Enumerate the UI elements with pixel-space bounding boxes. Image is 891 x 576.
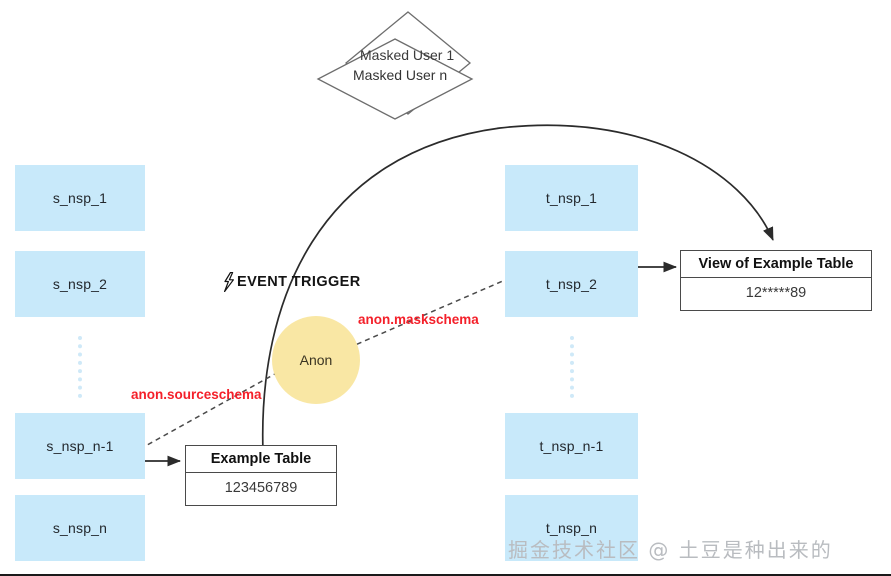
view-of-example-table-card[interactable]: View of Example Table 12*****89 xyxy=(680,250,872,311)
s-nsp-1-label: s_nsp_1 xyxy=(52,190,108,206)
source-namespace-ellipsis xyxy=(78,336,86,398)
sidebar-item-t-nsp-n[interactable]: t_nsp_n xyxy=(505,495,638,561)
target-namespace-ellipsis xyxy=(570,336,578,398)
sidebar-item-t-nsp-2[interactable]: t_nsp_2 xyxy=(505,251,638,317)
event-trigger-text: EVENT TRIGGER xyxy=(237,274,361,290)
t-nsp-n-1-label: t_nsp_n-1 xyxy=(539,438,604,454)
example-table-card[interactable]: Example Table 123456789 xyxy=(185,445,337,506)
masked-user-1-label: Masked User 1 xyxy=(360,47,455,63)
s-nsp-2-label: s_nsp_2 xyxy=(52,276,108,292)
t-nsp-1-label: t_nsp_1 xyxy=(545,190,598,206)
anon-node[interactable]: Anon xyxy=(272,316,360,404)
sidebar-item-s-nsp-2[interactable]: s_nsp_2 xyxy=(15,251,145,317)
s-nsp-n-1-label: s_nsp_n-1 xyxy=(46,438,114,454)
example-table-value: 123456789 xyxy=(224,480,298,496)
t-nsp-n-label: t_nsp_n xyxy=(545,520,598,536)
s-nsp-n-label: s_nsp_n xyxy=(52,520,108,536)
sidebar-item-s-nsp-n-1[interactable]: s_nsp_n-1 xyxy=(15,413,145,479)
masked-user-1-diamond xyxy=(344,11,472,115)
lightning-bolt-icon xyxy=(222,271,236,293)
edge-label-sourceschema: anon.sourceschema xyxy=(131,387,262,402)
watermark-text: 掘金技术社区 @ 土豆是种出来的 xyxy=(508,538,833,562)
event-trigger-label: EVENT TRIGGER xyxy=(222,271,361,293)
sidebar-item-t-nsp-n-1[interactable]: t_nsp_n-1 xyxy=(505,413,638,479)
anon-node-label: Anon xyxy=(299,352,333,368)
sidebar-item-t-nsp-1[interactable]: t_nsp_1 xyxy=(505,165,638,231)
view-of-example-table-header: View of Example Table xyxy=(681,251,871,278)
sidebar-item-s-nsp-n[interactable]: s_nsp_n xyxy=(15,495,145,561)
t-nsp-2-label: t_nsp_2 xyxy=(545,276,598,292)
bottom-divider xyxy=(0,574,891,576)
sidebar-item-s-nsp-1[interactable]: s_nsp_1 xyxy=(15,165,145,231)
view-of-example-table-value: 12*****89 xyxy=(745,285,807,301)
example-table-header: Example Table xyxy=(186,446,336,473)
edge-label-maskschema: anon.maskschema xyxy=(358,312,479,327)
masked-user-n-label: Masked User n xyxy=(353,67,448,83)
